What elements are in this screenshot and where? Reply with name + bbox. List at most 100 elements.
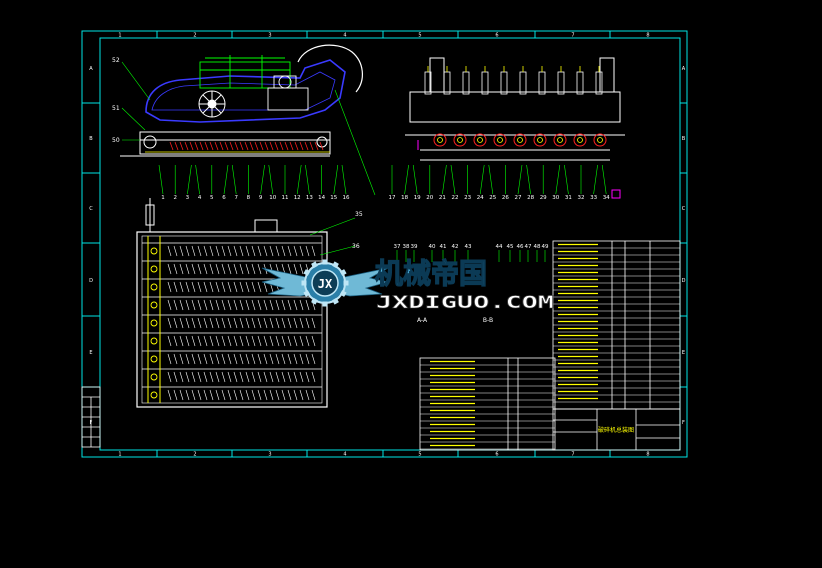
- side-leader-lines: [121, 61, 376, 256]
- column-label-top: 2: [193, 33, 196, 39]
- gear-badge-icon: [301, 259, 349, 307]
- label-35: 35: [355, 211, 363, 218]
- plan-screen-bar: [257, 245, 262, 257]
- bearing-core: [437, 137, 443, 143]
- row-label-left: E: [89, 350, 92, 356]
- row-label-right: C: [682, 206, 686, 212]
- label-51: 51: [112, 105, 120, 112]
- gear-tooth: [339, 269, 347, 276]
- bearing-core: [457, 137, 463, 143]
- plan-screen-bar: [203, 353, 208, 365]
- grille-hatch: [254, 141, 259, 151]
- part-number: 17: [389, 195, 396, 201]
- plan-screen-bar: [239, 299, 244, 311]
- plan-screen-bar: [215, 317, 220, 329]
- plan-screen-bar: [251, 353, 256, 365]
- balloon-leaders-row1: [158, 164, 607, 195]
- gear-tooth: [322, 301, 328, 307]
- upper-guard: [297, 44, 363, 93]
- watermark-cn-text: 机械帝国: [375, 257, 487, 290]
- grille-hatch: [239, 141, 244, 151]
- plan-bearing: [150, 355, 158, 363]
- row-label-right: D: [682, 278, 686, 284]
- gear-tooth: [303, 269, 311, 276]
- plan-screen-bar: [191, 353, 196, 365]
- row-label-right: E: [682, 350, 685, 356]
- plan-screen-bar: [281, 245, 286, 257]
- grille-hatch: [319, 141, 324, 151]
- grille-hatch: [189, 141, 194, 151]
- grille-hatch: [274, 141, 279, 151]
- plan-screen-bar: [185, 389, 190, 401]
- part-number: 4: [198, 195, 202, 201]
- plan-screen-bar: [305, 317, 310, 329]
- plan-screen-bar: [227, 389, 232, 401]
- plan-screen-bar: [167, 281, 172, 293]
- part-number: 34: [603, 195, 610, 201]
- plan-screen-bar: [203, 245, 208, 257]
- plan-screen-bar: [245, 245, 250, 257]
- housing-outline: [145, 59, 346, 123]
- plan-screen-bar: [269, 389, 274, 401]
- column-label-top: 5: [418, 33, 421, 39]
- row-label-right: A: [682, 66, 686, 72]
- plan-screen-bar: [311, 335, 316, 347]
- plan-screen-bar: [227, 299, 232, 311]
- leader-line: [517, 164, 523, 195]
- column-label-bottom: 3: [268, 452, 271, 458]
- plan-screen-bar: [299, 353, 304, 365]
- plan-screen-bar: [275, 299, 280, 311]
- plan-screen-bar: [191, 389, 196, 401]
- plan-screen-bar: [257, 281, 262, 293]
- grille-hatch: [174, 141, 179, 151]
- part-number: 25: [489, 195, 496, 201]
- plan-screen-bar: [251, 245, 256, 257]
- plan-screen-bar: [179, 335, 184, 347]
- plan-screen-bar: [167, 371, 172, 383]
- part-number: 1: [161, 195, 165, 201]
- plan-screen-bar: [293, 299, 298, 311]
- leader-line: [333, 164, 339, 195]
- bearing-ring: [453, 133, 467, 147]
- plan-screen-bar: [257, 353, 262, 365]
- part-number: 14: [318, 195, 325, 201]
- plan-screen-bar: [197, 389, 202, 401]
- bearing-core: [597, 137, 603, 143]
- column-label-top: 6: [495, 33, 498, 39]
- watermark-en-text: JXDIGUO.COM: [376, 293, 554, 313]
- section-teeth: [424, 66, 603, 95]
- plan-screen-bar: [197, 245, 202, 257]
- part-number: 40: [429, 244, 436, 250]
- part-number: 49: [542, 244, 549, 250]
- balloon-leaders-row2: [396, 250, 546, 262]
- plan-screen-bar: [221, 371, 226, 383]
- plan-bearing: [150, 301, 158, 309]
- plan-screen-bar: [173, 353, 178, 365]
- label-50: 50: [112, 137, 120, 144]
- plan-screen-bar: [179, 299, 184, 311]
- leader-line: [187, 164, 192, 195]
- plan-screen-bar: [287, 317, 292, 329]
- plan-screen-bar: [209, 299, 214, 311]
- part-number: 45: [507, 244, 514, 250]
- grille-hatch: [309, 141, 314, 151]
- plan-screen-bar: [221, 299, 226, 311]
- part-number: 41: [440, 244, 447, 250]
- plan-screen-bar: [179, 371, 184, 383]
- plan-screen-bar: [233, 335, 238, 347]
- plan-screen-bar: [275, 335, 280, 347]
- plan-screen-bar: [203, 281, 208, 293]
- part-number: 37: [394, 244, 401, 250]
- plan-screen-bar: [167, 245, 172, 257]
- leader-line: [412, 164, 418, 195]
- plan-screen-bar: [227, 281, 232, 293]
- plan-screen-bar: [203, 299, 208, 311]
- plan-screen-bar: [287, 353, 292, 365]
- part-number: 2: [173, 195, 177, 201]
- grille-hatch: [289, 141, 294, 151]
- leader-line: [526, 164, 531, 195]
- crusher-tooth: [462, 71, 470, 95]
- plan-screen-bar: [263, 245, 268, 257]
- plan-screen-bar: [227, 245, 232, 257]
- plan-screen-bar: [215, 389, 220, 401]
